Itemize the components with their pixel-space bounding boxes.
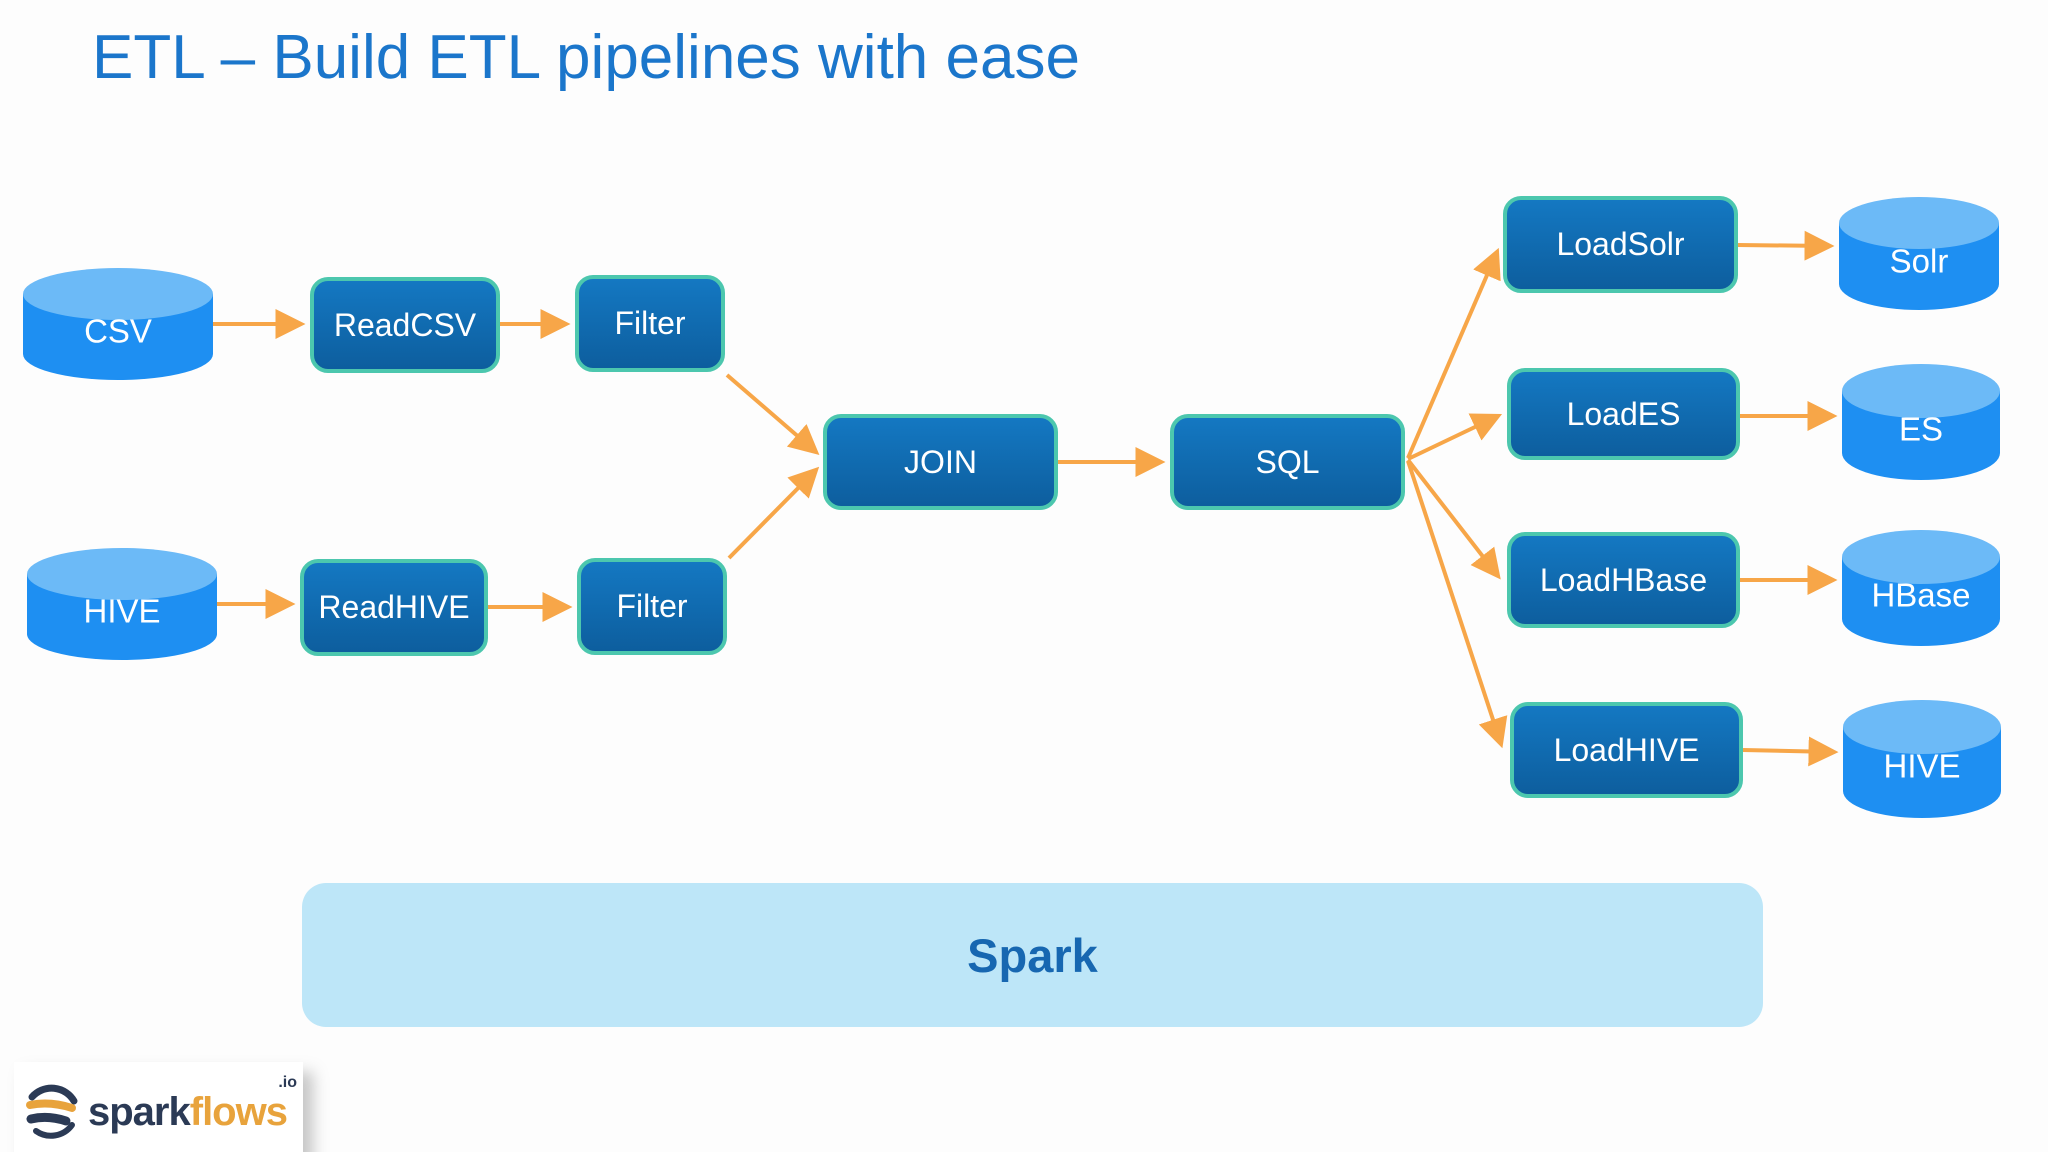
datastore-cylinder-hive_out: HIVE [1843,700,2001,818]
datastore-label: CSV [84,312,152,350]
process-node-label: LoadES [1566,395,1681,432]
datastore-cylinder-solr: Solr [1839,197,1999,310]
edge-loadhive-to-hive_out [1742,736,1839,767]
logo-tld: .io [278,1073,297,1091]
spark-platform-band: Spark [302,883,1763,1027]
process-node-readcsv: ReadCSV [310,277,500,373]
slide-title: ETL – Build ETL pipelines with ease [92,23,1080,92]
edge-filter1-to-join [725,373,820,455]
datastore-label: HIVE [83,592,161,630]
process-node-loadsolr: LoadSolr [1503,196,1738,293]
cylinder-top-ellipse [1843,700,2001,754]
process-node-loadhbase: LoadHBase [1507,532,1740,628]
process-node-loades: LoadES [1507,368,1740,460]
logo-text-spark: spark [88,1089,191,1134]
process-node-filter2: Filter [577,558,727,655]
datastore-label: HBase [1871,577,1971,615]
cylinder-top-ellipse [1842,364,2000,418]
datastore-cylinder-es: ES [1842,364,2000,480]
cylinder-top-ellipse [1839,197,1999,249]
process-node-label: Filter [616,588,688,624]
edge-sql-to-loadhbase [1406,458,1501,580]
datastore-cylinder-hbase: HBase [1842,530,2000,646]
datastore-label: Solr [1889,242,1949,280]
cylinder-top-ellipse [27,548,217,600]
edge-sql-to-loadhive [1406,460,1508,749]
process-node-loadhive: LoadHIVE [1510,702,1743,798]
process-node-label: ReadHIVE [318,589,470,625]
spark-band-label: Spark [967,928,1098,982]
edge-sql-to-loades [1407,413,1503,461]
process-node-label: ReadCSV [333,306,477,343]
logo-text-flows: flows.io [189,1073,297,1134]
process-node-label: JOIN [904,443,977,480]
process-node-sql: SQL [1170,414,1405,510]
datastore-label: HIVE [1883,748,1961,786]
datastore-cylinder-hive: HIVE [27,548,217,660]
process-node-readhive: ReadHIVE [300,559,488,656]
cylinder-top-ellipse [1842,530,2000,584]
process-node-label: LoadSolr [1556,226,1685,262]
cylinder-top-ellipse [23,268,213,320]
process-node-join: JOIN [823,414,1058,510]
edge-sql-to-loadsolr [1406,247,1501,459]
datastore-label: ES [1898,411,1944,449]
edge-loadsolr-to-solr [1737,230,1835,261]
process-node-label: SQL [1255,443,1320,480]
sparkflows-swirl-icon [26,1084,78,1139]
process-node-filter1: Filter [575,275,725,372]
process-node-label: Filter [614,305,686,341]
process-node-label: LoadHBase [1539,561,1708,598]
edge-filter2-to-join [727,466,820,560]
datastore-cylinder-csv: CSV [23,268,213,380]
process-node-label: LoadHIVE [1553,731,1700,768]
